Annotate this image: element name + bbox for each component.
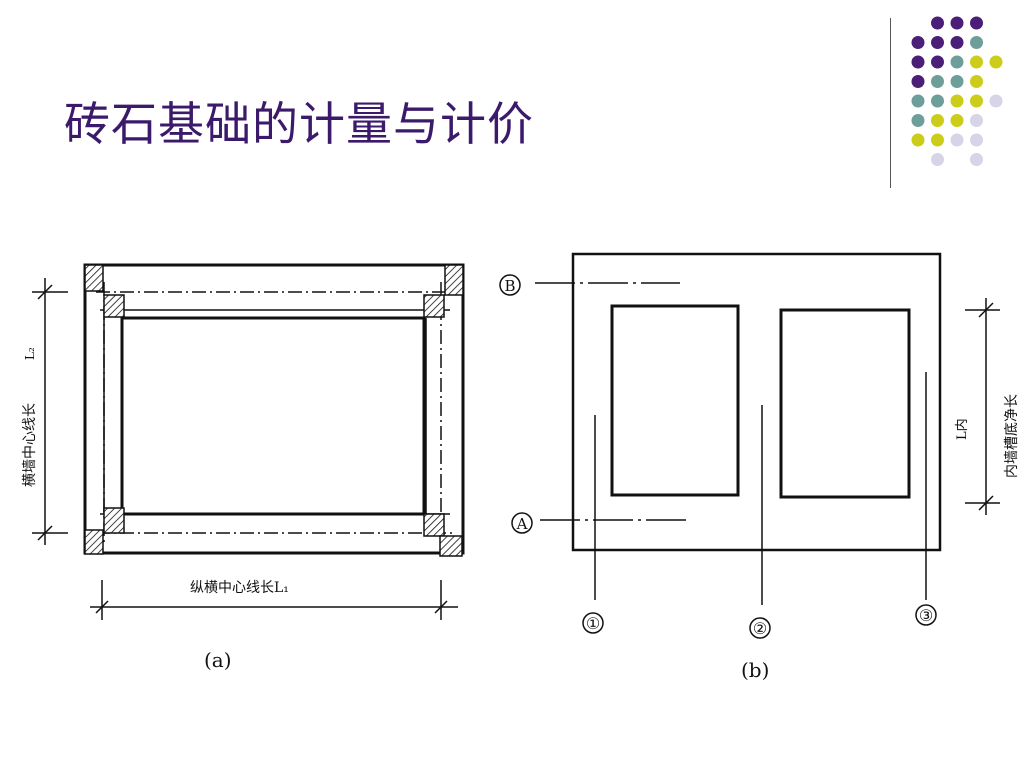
decorative-dot xyxy=(970,16,983,30)
figure-b-caption: (b) xyxy=(741,658,769,682)
trench-outline xyxy=(571,252,942,552)
decorative-dot xyxy=(950,55,964,69)
decorative-dot xyxy=(931,16,944,30)
decorative-dot xyxy=(950,114,964,127)
decorative-dot xyxy=(989,94,1003,108)
vertical-dimension-a xyxy=(32,278,68,545)
decorative-dot xyxy=(970,75,983,88)
decorative-dot xyxy=(950,36,964,49)
decorative-dot xyxy=(931,114,944,127)
header-divider xyxy=(890,18,891,188)
vertical-dimension-sub-a: L₂ xyxy=(23,347,37,360)
decorative-dot xyxy=(970,94,983,108)
outer-wall-outline xyxy=(83,263,465,555)
decorative-dot xyxy=(911,133,925,147)
wall-guides-a xyxy=(100,309,450,515)
decorative-dot xyxy=(931,36,944,49)
figure-b xyxy=(499,252,1000,639)
axis-lines-b xyxy=(535,282,927,605)
centerlines-a xyxy=(96,282,455,545)
figure-a-caption: (a) xyxy=(204,648,232,672)
dimension-desc-b: 内墙槽底净长 xyxy=(1004,394,1020,478)
decorative-dot xyxy=(931,75,944,88)
axis-bubbles xyxy=(499,274,937,639)
decorative-dot xyxy=(931,55,944,69)
decorative-dot xyxy=(931,153,944,166)
room-right xyxy=(779,308,911,499)
decorative-dot xyxy=(950,94,964,108)
decorative-dot xyxy=(970,55,983,69)
decorative-dot xyxy=(989,55,1003,69)
decorative-dot xyxy=(970,36,983,49)
decorative-dot xyxy=(970,133,983,147)
decorative-dot xyxy=(931,133,944,147)
inner-wall-outline xyxy=(120,316,426,516)
slide-title: 砖石基础的计量与计价 xyxy=(64,97,534,151)
vertical-dimension-b xyxy=(965,298,1000,515)
decorative-dot xyxy=(911,94,925,108)
vertical-dimension-label-a: 横墙中心线长 xyxy=(22,403,38,487)
decorative-dot xyxy=(950,75,964,88)
room-left xyxy=(610,304,740,497)
dimension-label-b: L内 xyxy=(954,418,970,440)
decorative-dot xyxy=(911,114,925,127)
horizontal-dimension-a xyxy=(90,580,458,620)
axis-b-label: B xyxy=(504,277,515,295)
decorative-dot xyxy=(950,133,964,147)
decorative-dot xyxy=(911,75,925,88)
hatched-corners xyxy=(84,264,464,557)
figure-a xyxy=(32,263,465,620)
decorative-dot xyxy=(970,153,983,166)
decorative-dot xyxy=(950,16,964,30)
decorative-dot xyxy=(970,114,983,127)
decorative-dot xyxy=(911,36,925,49)
horizontal-dimension-label-a: 纵横中心线长L₁ xyxy=(190,580,289,596)
axis-3-label: ③ xyxy=(919,606,933,625)
decorative-dot xyxy=(911,55,925,69)
axis-2-label: ② xyxy=(753,619,767,638)
axis-a-label: A xyxy=(516,515,528,533)
decorative-dot xyxy=(931,94,944,108)
decorative-dot-grid xyxy=(911,16,1003,166)
axis-1-label: ① xyxy=(586,614,600,633)
